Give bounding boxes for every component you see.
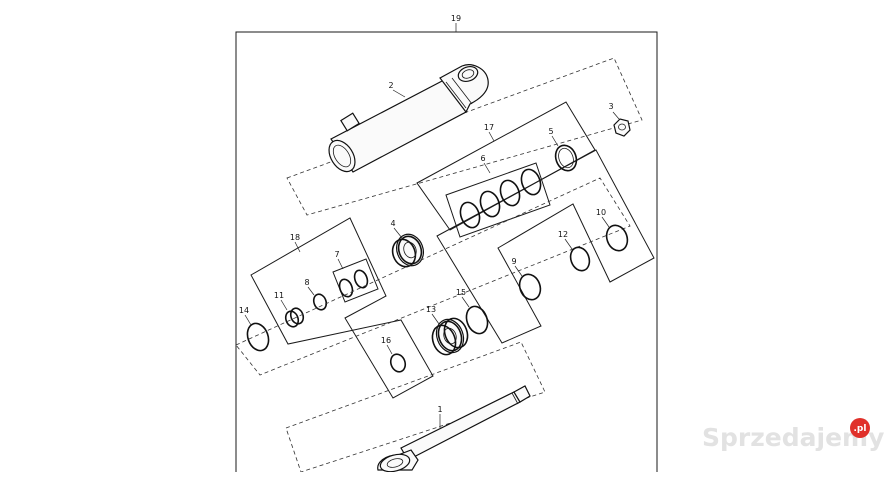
callout-17: 17 <box>484 123 494 132</box>
rod-dashed-group <box>285 341 546 473</box>
ring-5 <box>554 144 578 172</box>
seal-7b <box>353 269 369 289</box>
assembly-frame <box>235 31 658 477</box>
cylinder-barrel <box>328 64 489 173</box>
callout-4: 4 <box>390 219 395 228</box>
barrel-dashed-group <box>286 57 643 216</box>
bushing-11 <box>284 307 305 328</box>
callout-8: 8 <box>304 278 309 287</box>
callout-15: 15 <box>456 288 466 297</box>
ring-14 <box>246 322 270 352</box>
callout-2: 2 <box>388 81 393 90</box>
callout-11: 11 <box>274 291 284 300</box>
callout-3: 3 <box>608 102 613 111</box>
callout-13: 13 <box>426 305 436 314</box>
ring-16 <box>389 353 407 373</box>
seal-set-6 <box>459 168 542 229</box>
nut <box>613 118 631 137</box>
callout-9: 9 <box>511 257 516 266</box>
seal-7a <box>338 278 354 298</box>
piston <box>391 233 424 268</box>
callout-12: 12 <box>558 230 568 239</box>
watermark-badge-text: .pl <box>854 424 867 434</box>
ring-8 <box>312 293 328 311</box>
piston-dashed-group <box>235 177 631 376</box>
callout-6: 6 <box>480 154 485 163</box>
ring-10 <box>605 224 629 252</box>
ring-15 <box>465 305 489 335</box>
callout-7: 7 <box>334 250 339 259</box>
watermark-logo: Sprzedajemy .pl <box>702 418 884 452</box>
rod-gland <box>431 317 469 356</box>
piston-seal-kit-frame <box>250 217 434 399</box>
watermark-badge <box>850 418 870 438</box>
ring-9 <box>518 273 542 301</box>
ring-12 <box>569 246 591 272</box>
callout-19: 19 <box>451 14 461 23</box>
callout-14: 14 <box>239 306 249 315</box>
callout-5: 5 <box>548 127 553 136</box>
callout-18: 18 <box>290 233 300 242</box>
callout-1: 1 <box>437 405 442 414</box>
seal-set-6-frame <box>445 162 551 238</box>
callout-16: 16 <box>381 336 391 345</box>
piston-rod <box>377 385 531 473</box>
callout-10: 10 <box>596 208 606 217</box>
